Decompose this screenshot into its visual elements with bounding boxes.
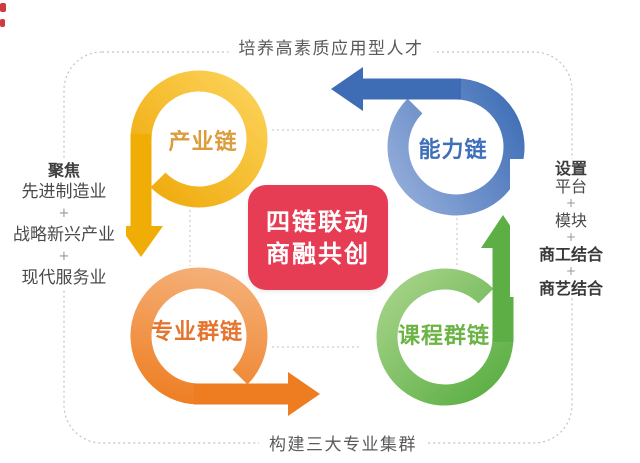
plus-separator: +: [565, 230, 577, 244]
course-chain-ring: [376, 268, 514, 406]
edge-artifact: [0, 19, 5, 27]
left-panel-item: 战略新兴产业: [13, 225, 115, 245]
edge-artifact: [0, 3, 6, 12]
right-panel-heading: 设置: [554, 159, 587, 178]
left-panel-heading: 聚焦: [47, 161, 80, 180]
industry-chain-shape: [119, 70, 268, 257]
left-panel-item: 现代服务业: [21, 268, 107, 288]
plus-separator: +: [58, 249, 70, 264]
right-panel-item: 商工结合: [538, 245, 603, 264]
major-chain-ring: [130, 267, 268, 405]
major-chain-arrowhead-right-icon: [288, 372, 320, 416]
right-panel-item: 模块: [554, 211, 587, 230]
industry-chain-arrowhead-down-icon: [119, 226, 163, 257]
course-chain-label: 课程群链: [397, 324, 491, 349]
center-slogan-box: 四链联动 商融共创: [248, 185, 388, 290]
plus-separator: +: [565, 196, 577, 210]
center-slogan-line2: 商融共创: [266, 239, 370, 268]
plus-separator: +: [565, 264, 577, 278]
caption-bottom: 构建三大专业集群: [259, 428, 427, 457]
right-panel-item: 商艺结合: [538, 279, 603, 298]
left-panel-item: 先进制造业: [21, 182, 107, 202]
major-chain-shape: [130, 267, 320, 416]
ability-chain-shape: [331, 67, 525, 216]
ability-chain-label: 能力链: [418, 138, 488, 163]
center-slogan-line1: 四链联动: [266, 207, 370, 236]
ability-chain-arrowhead-left-icon: [331, 67, 363, 111]
plus-separator: +: [58, 206, 70, 221]
industry-chain-label: 产业链: [168, 130, 238, 155]
ability-chain-ring: [387, 78, 525, 216]
industry-chain-ring: [130, 70, 268, 208]
caption-top: 培养高素质应用型人才: [228, 32, 434, 61]
left-panel: 聚焦 先进制造业 + 战略新兴产业 + 现代服务业: [2, 160, 126, 289]
course-chain-shape: [376, 215, 525, 406]
right-panel-item: 平台: [554, 177, 587, 196]
right-panel: 设置 平台 + 模块 + 商工结合 + 商艺结合: [510, 159, 632, 297]
major-chain-label: 专业群链: [150, 320, 244, 345]
connector-lines: [189, 129, 458, 348]
